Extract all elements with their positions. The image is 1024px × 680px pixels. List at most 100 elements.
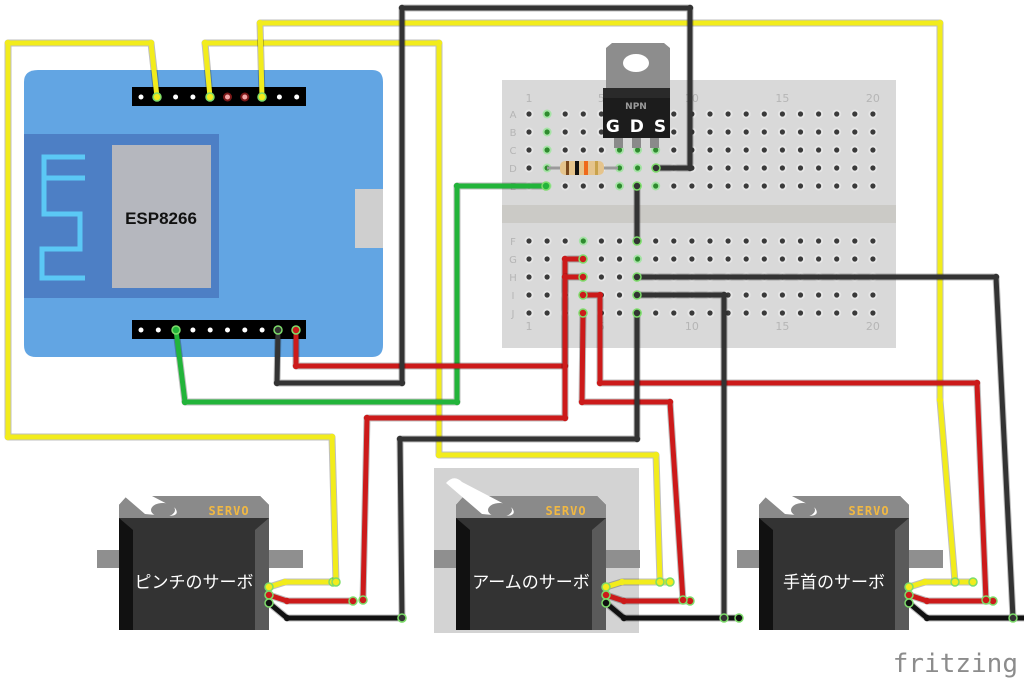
breadboard-hole: [671, 129, 677, 135]
wire-arm-signal-bend: [435, 451, 443, 459]
breadboard-hole: [707, 111, 713, 117]
wire-esp-ground-bend: [273, 379, 281, 387]
wire-arm-ground-bend: [720, 291, 728, 299]
servo-ground-lead-endpoint: [734, 613, 744, 623]
breadboard-hole: [852, 111, 858, 117]
header-pin: [242, 94, 248, 100]
header-pin: [225, 94, 230, 100]
servo-signal-lead-endpoint: [904, 582, 914, 592]
breadboard-hole: [761, 183, 767, 189]
breadboard-hole: [870, 292, 876, 298]
servo-power-lead-bend: [283, 597, 291, 605]
breadboard-hole: [852, 183, 858, 189]
wire-esp-ground-bend: [398, 379, 406, 387]
column-label-top: 5: [598, 92, 605, 105]
servo-signal-lead-bend: [921, 578, 929, 586]
servo-badge: SERVO: [208, 504, 249, 518]
servo-ground-lead-endpoint: [601, 598, 611, 608]
breadboard-hole: [779, 183, 786, 189]
breadboard-hole: [526, 310, 532, 316]
resistor-band-4: [595, 161, 598, 175]
wire-drain-link-endpoint: [632, 181, 642, 191]
breadboard-hole: [526, 238, 532, 244]
breadboard-hole: [653, 256, 659, 262]
breadboard-hole: [816, 147, 822, 153]
breadboard-hole: [725, 256, 731, 262]
breadboard-hole: [816, 111, 822, 117]
wire-wrist-signal-endpoint: [950, 577, 960, 587]
breadboard-hole: [761, 129, 767, 135]
servo-signal-lead-endpoint: [601, 582, 611, 592]
wire-wrist-ground-bend: [992, 273, 1000, 281]
breadboard-hole: [635, 256, 641, 262]
wire-wrist-signal-bend: [936, 19, 944, 27]
wire-pinch-power-endpoint: [578, 272, 588, 282]
breadboard-hole: [816, 183, 822, 189]
resistor: [547, 161, 618, 175]
column-label-bottom: 15: [775, 320, 789, 333]
breadboard-hole: [671, 147, 677, 153]
breadboard-hole: [653, 238, 659, 244]
breadboard-hole: [870, 147, 876, 153]
header-pin: [225, 327, 230, 333]
breadboard-hole: [816, 256, 822, 262]
servo-ground-lead-bend: [620, 614, 628, 622]
breadboard-hole: [779, 238, 786, 244]
breadboard-hole: [743, 256, 749, 262]
row-label: G: [509, 255, 517, 266]
breadboard-hole: [580, 111, 586, 117]
breadboard-hole: [797, 238, 804, 244]
breadboard-center-channel: [502, 205, 896, 223]
servo-badge: SERVO: [545, 504, 586, 518]
breadboard-hole: [562, 238, 568, 244]
servo-side-shade: [119, 518, 133, 630]
breadboard-hole: [544, 274, 550, 280]
transistor-mount-hole: [623, 54, 649, 72]
wire-esp-ground-bend: [686, 164, 694, 172]
row-label: H: [509, 273, 517, 284]
breadboard-hole: [797, 147, 804, 153]
breadboard-hole: [797, 129, 804, 135]
servo-name-label: ピンチのサーボ: [135, 573, 254, 593]
servo-ground-lead-bend: [923, 614, 931, 622]
row-label: I: [512, 291, 515, 302]
resistor-body: [560, 161, 604, 175]
servo-signal-lead-endpoint: [264, 582, 274, 592]
servo-signal-lead-bend: [618, 578, 626, 586]
breadboard-hole: [761, 147, 767, 153]
wire-pinch-power-bend: [561, 414, 569, 422]
wires: [4, 4, 1024, 623]
breadboard-hole: [635, 165, 641, 171]
row-label: D: [509, 164, 517, 175]
servo-shaft-icon: [488, 503, 512, 517]
breadboard-hole: [725, 129, 731, 135]
wire-arm-power-endpoint: [578, 308, 588, 318]
breadboard-hole: [671, 310, 677, 316]
row-label: C: [510, 146, 517, 157]
breadboard-hole: [743, 183, 749, 189]
breadboard-hole: [834, 111, 840, 117]
breadboard-hole: [743, 165, 749, 171]
header-pin: [173, 94, 179, 100]
servo-name-label: 手首のサーボ: [783, 573, 885, 593]
wire-wrist-signal-bend: [256, 19, 264, 27]
breadboard-hole: [852, 310, 858, 316]
column-label-top: 15: [775, 92, 789, 105]
header-pin: [190, 94, 196, 100]
source-leg: [650, 138, 659, 148]
transistor-body: [603, 98, 670, 138]
wire-wrist-power-bend: [596, 291, 604, 299]
breadboard-hole: [598, 111, 605, 117]
servo-motor: SERVO ピンチのサーボ: [97, 478, 303, 630]
column-label-bottom: 10: [685, 320, 699, 333]
wire-pinch-signal-endpoint: [331, 577, 341, 587]
wire-arm-signal-endpoint: [655, 577, 665, 587]
breadboard-hole: [852, 238, 858, 244]
breadboard-hole: [743, 238, 749, 244]
wire-pinch-ground-bend: [396, 435, 404, 443]
breadboard-hole: [761, 165, 767, 171]
wire-wrist-power-endpoint: [578, 290, 588, 300]
wire-arm-signal-bend: [652, 451, 660, 459]
wire-gate-signal-bend: [453, 398, 461, 406]
